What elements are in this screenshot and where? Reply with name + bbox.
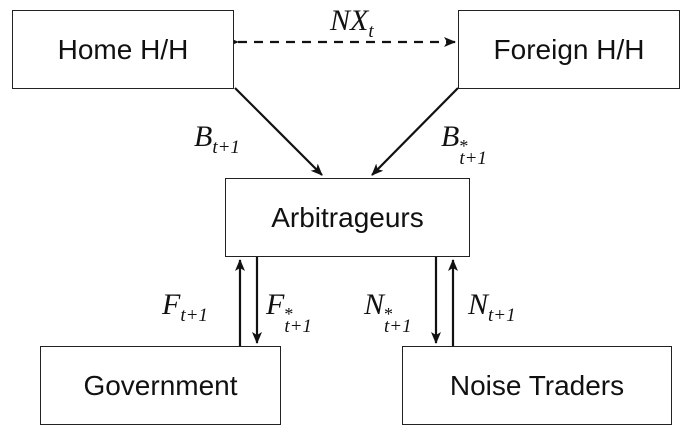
arrow-foreign-to-arb [371,87,459,176]
label-f-star: F*t+1 [266,288,312,337]
node-foreign-label: Foreign H/H [493,33,645,65]
label-b: Bt+1 [194,120,240,158]
label-f: Ft+1 [162,288,208,326]
label-nx-sub: t [368,21,374,42]
label-n-sub: t+1 [488,305,516,326]
label-n-star-base: N [364,288,385,321]
label-f-base: F [162,288,181,321]
node-home-households: Home H/H [12,10,234,89]
label-f-star-sup: * [284,304,294,324]
node-arbitrageurs: Arbitrageurs [225,178,470,257]
label-f-star-sub: t+1 [284,316,312,337]
label-n-base: N [468,288,489,321]
label-b-base: B [194,120,213,153]
label-b-star-sub: t+1 [459,148,487,169]
label-b-star: B*t+1 [441,120,487,169]
node-home-label: Home H/H [57,33,189,65]
node-government-label: Government [83,369,238,401]
label-n-star: N*t+1 [364,288,412,337]
node-arbitrageurs-label: Arbitrageurs [271,201,424,233]
label-f-sub: t+1 [180,305,208,326]
node-noise-label: Noise Traders [449,369,625,401]
label-f-star-base: F [266,288,285,321]
node-noise-traders: Noise Traders [402,346,672,425]
node-foreign-households: Foreign H/H [458,10,680,89]
arrow-home-to-arb [234,87,323,176]
label-b-sub: t+1 [212,137,240,158]
label-n: Nt+1 [468,288,516,326]
label-n-star-sub: t+1 [384,316,412,337]
label-n-star-sup: * [384,304,394,324]
label-b-star-sup: * [459,136,469,156]
label-nx: NXt [330,4,374,42]
label-nx-base: NX [330,4,369,37]
label-b-star-base: B [441,120,460,153]
node-government: Government [40,346,281,425]
